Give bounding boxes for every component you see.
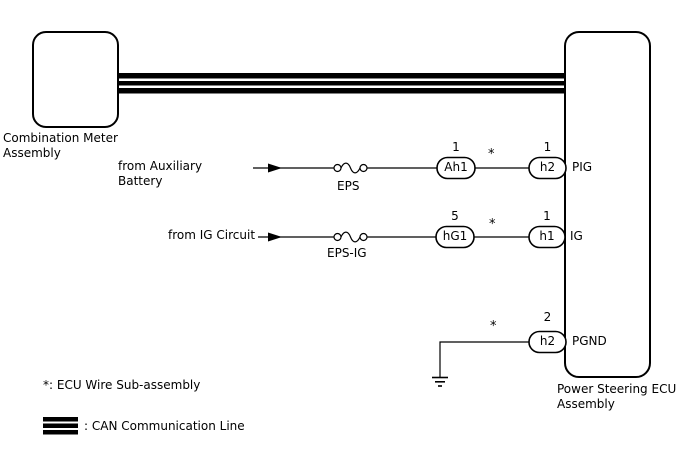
pin-number: 2 [543,310,552,324]
terminal-label-ig: IG [570,229,583,243]
fuse-label-eps: EPS [337,179,360,193]
connector-label-hg1: hG1 [442,229,468,243]
connector-h2-pgnd [528,330,567,354]
can-line-legend-icon [43,417,78,435]
pin-number: 1 [543,209,551,223]
fuse-eps-icon [333,162,368,174]
connector-ah1 [436,156,476,180]
connector-label-h2: h2 [539,160,556,174]
connector-hg1 [435,225,475,249]
ground-icon [432,376,448,387]
legend-can-note: : CAN Communication Line [84,419,245,433]
source-label-auxiliary-battery: from Auxiliary Battery [118,159,203,188]
terminal-label-pgnd: PGND [572,334,607,348]
source-label-ig-circuit: from IG Circuit [168,228,256,242]
connector-label-h2-pgnd: h2 [539,334,556,348]
terminal-label-pig: PIG [572,160,593,174]
connector-h1 [528,225,566,249]
power-steering-ecu-box [564,31,651,378]
connector-h2-pig [528,156,567,180]
wire-note-asterisk: * [488,147,495,162]
arrow-right-icon [268,163,282,173]
wire-note-asterisk: * [490,319,497,334]
legend-asterisk-note: *: ECU Wire Sub-assembly [43,378,201,392]
wire-pgnd [439,341,529,377]
arrow-right-icon [268,232,282,242]
pin-number: 1 [543,140,552,154]
combination-meter-box [32,31,119,128]
combination-meter-label: Combination Meter Assembly [3,131,118,160]
fuse-eps-ig-icon [333,231,368,243]
power-steering-ecu-label: Power Steering ECU Assembly [557,382,677,411]
can-communication-line [118,73,565,94]
connector-label-ah1: Ah1 [444,160,468,174]
pin-number: 1 [452,140,460,154]
connector-label-h1: h1 [539,229,555,243]
pin-number: 5 [451,209,459,223]
wire-note-asterisk: * [489,217,496,232]
fuse-label-eps-ig: EPS-IG [327,246,367,260]
